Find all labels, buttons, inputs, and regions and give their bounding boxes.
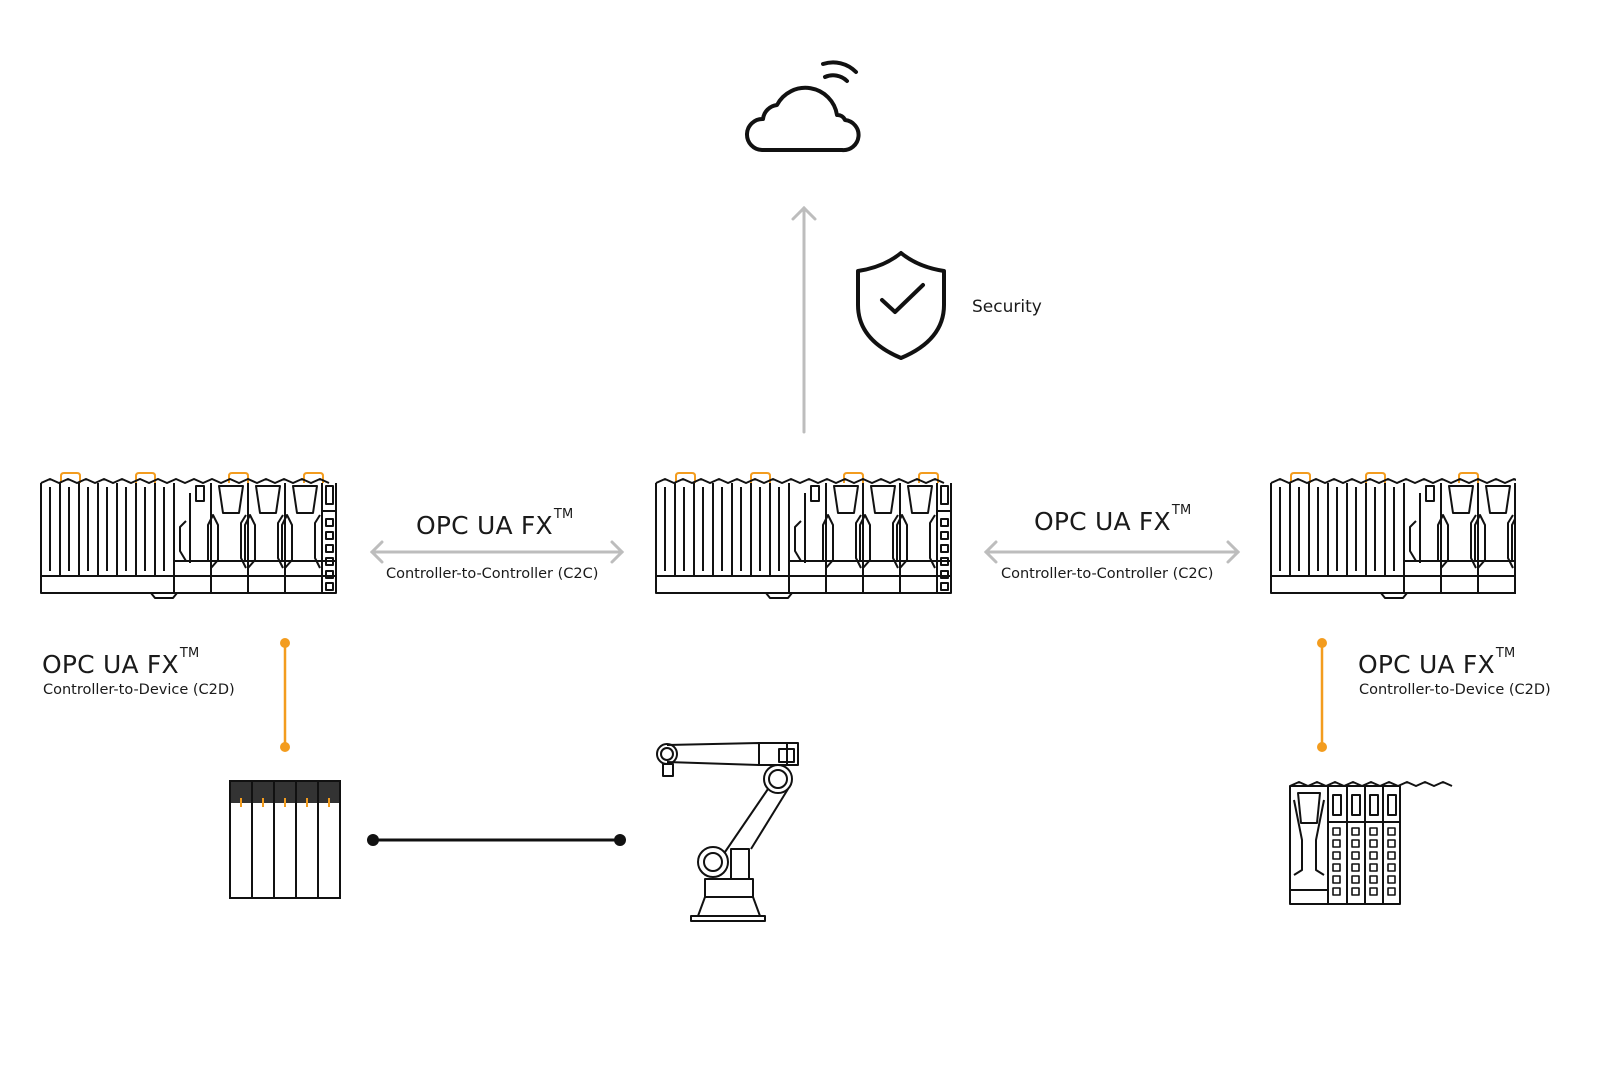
controller-left <box>40 472 337 599</box>
uplink-arrow <box>791 205 817 434</box>
protocol-name: OPC UA FX <box>416 511 553 540</box>
c2d-left-title: OPC UA FXTM <box>42 646 199 679</box>
device-link <box>367 834 626 846</box>
io-module-left <box>229 780 341 899</box>
protocol-name: OPC UA FX <box>1358 650 1495 679</box>
c2c-left-title: OPC UA FXTM <box>416 507 573 540</box>
c2c-arrow-right <box>983 540 1241 564</box>
security-label: Security <box>972 297 1042 317</box>
trademark: TM <box>179 646 200 661</box>
robot-arm-icon <box>656 742 799 922</box>
trademark: TM <box>1495 646 1516 661</box>
trademark: TM <box>1171 503 1192 518</box>
c2d-left-description: Controller-to-Device (C2D) <box>43 682 235 698</box>
c2c-right-description: Controller-to-Controller (C2C) <box>1001 566 1214 582</box>
controller-right <box>1270 472 1516 599</box>
protocol-name: OPC UA FX <box>1034 507 1171 536</box>
c2d-right-description: Controller-to-Device (C2D) <box>1359 682 1551 698</box>
c2c-left-description: Controller-to-Controller (C2C) <box>386 566 599 582</box>
trademark: TM <box>553 507 574 522</box>
io-module-right <box>1289 781 1453 905</box>
protocol-name: OPC UA FX <box>42 650 179 679</box>
controller-center <box>655 472 952 599</box>
c2d-right-title: OPC UA FXTM <box>1358 646 1515 679</box>
cloud-wifi-icon <box>745 60 861 153</box>
c2d-link-right <box>1317 638 1327 752</box>
c2c-right-title: OPC UA FXTM <box>1034 503 1191 536</box>
c2c-arrow-left <box>369 540 625 564</box>
c2d-link-left <box>280 638 290 752</box>
shield-check-icon <box>856 251 946 360</box>
